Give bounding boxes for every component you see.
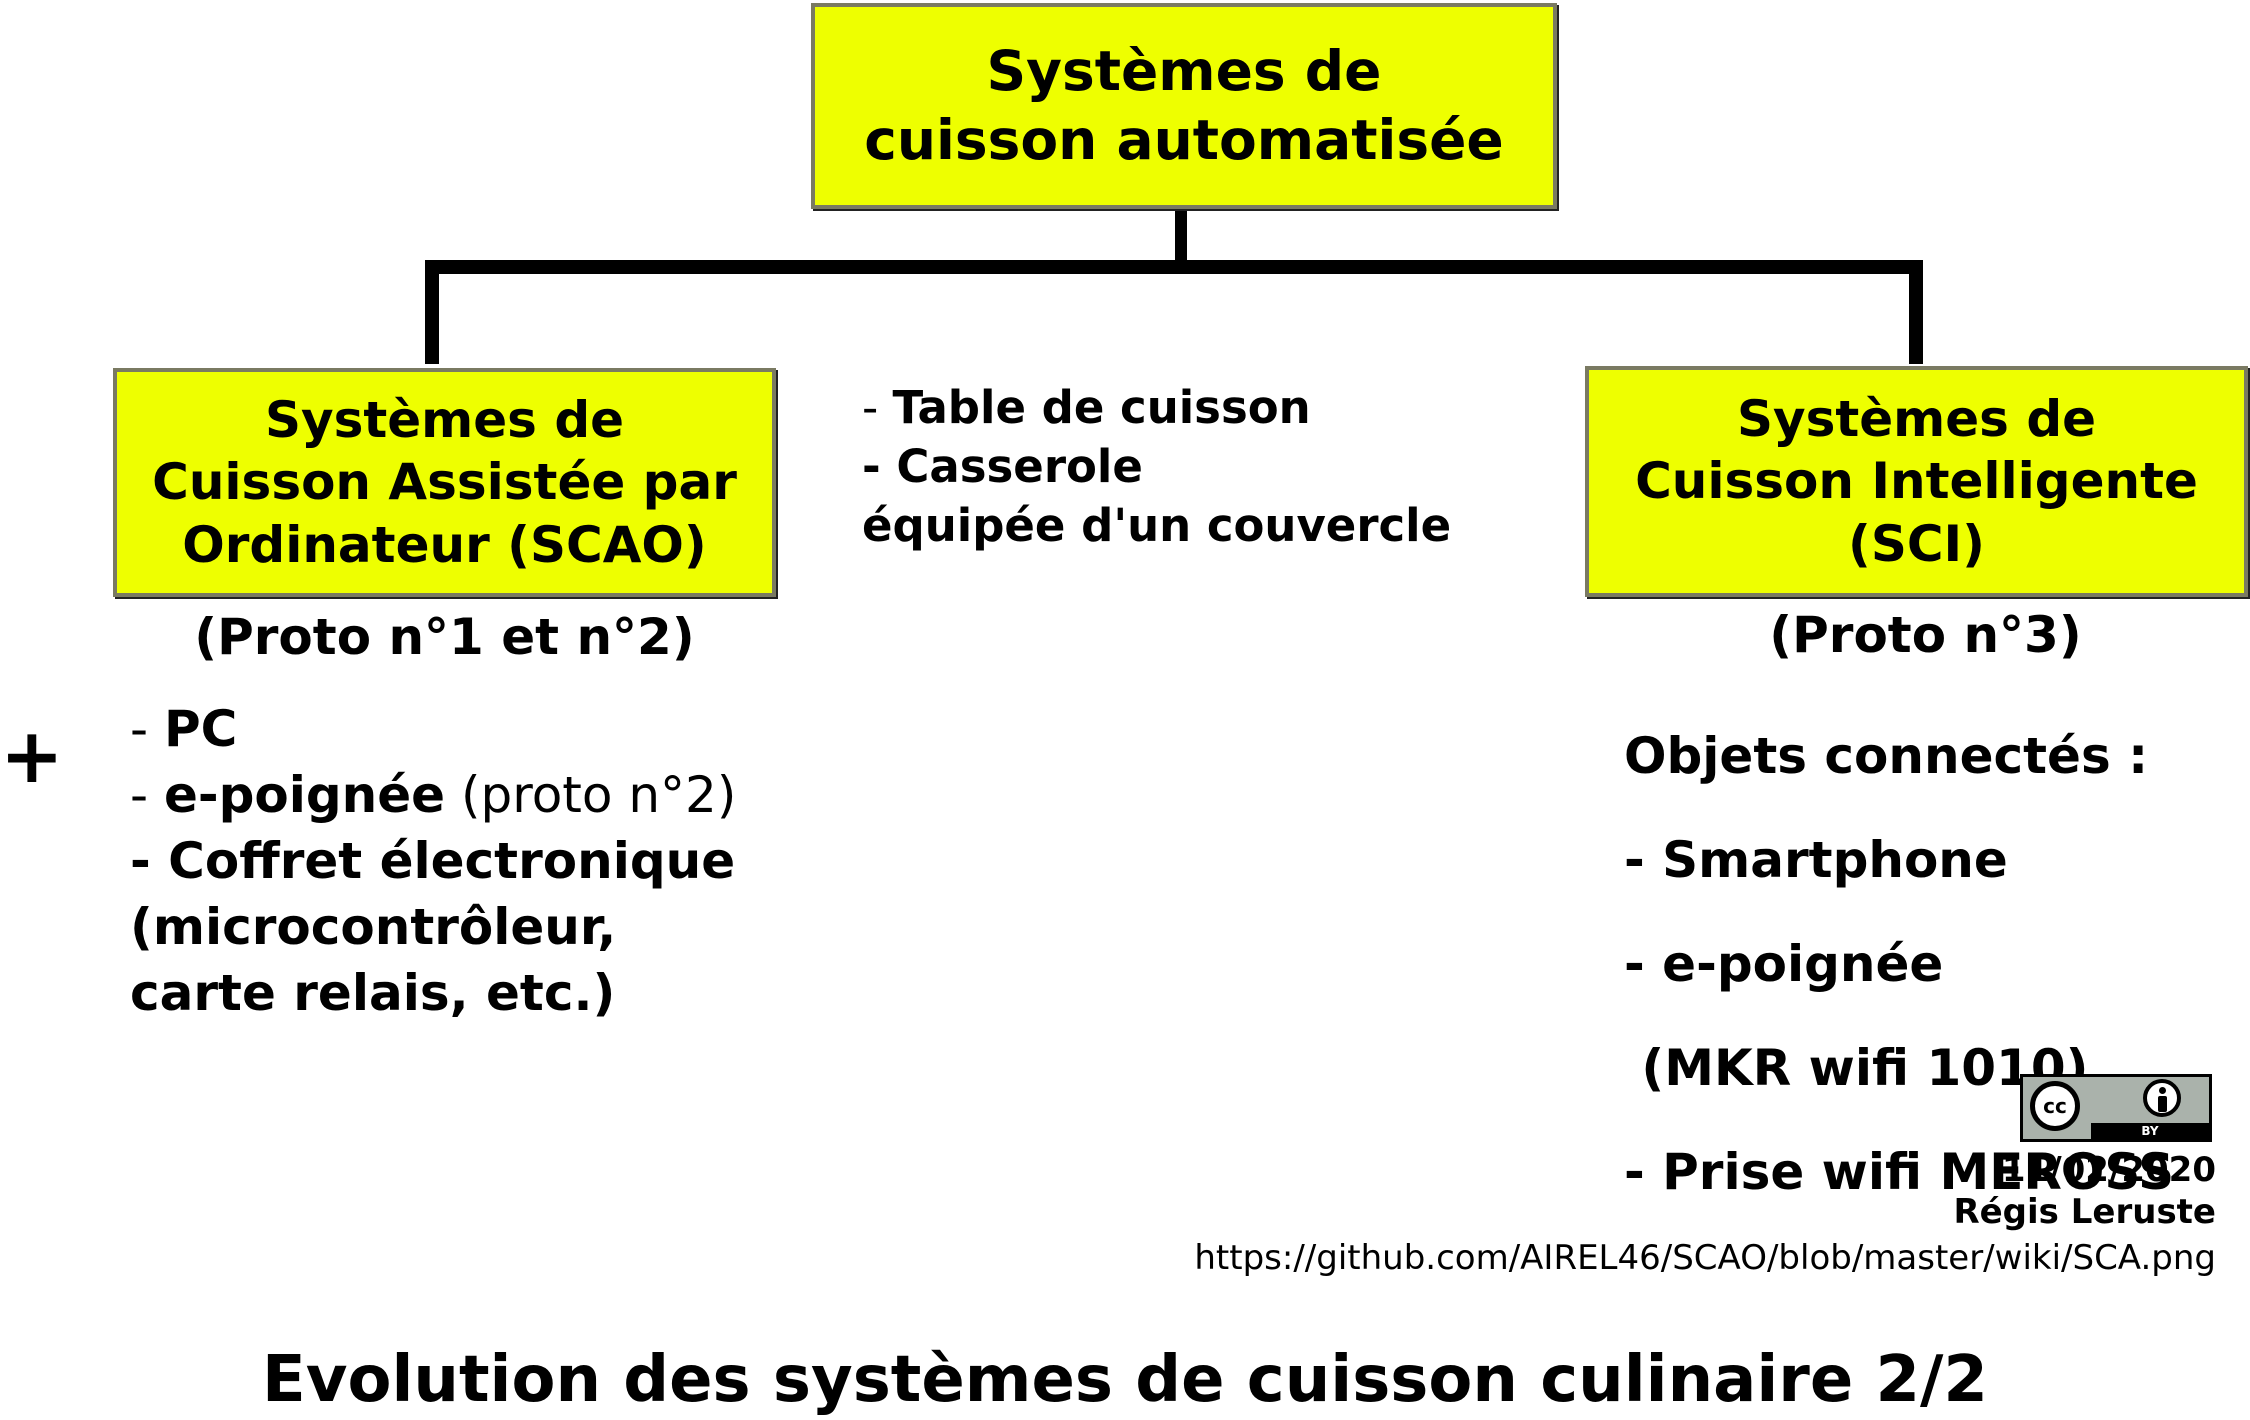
list-item: - Casserole: [862, 440, 1143, 493]
list-item: (microcontrôleur,: [130, 898, 617, 956]
source-url: https://github.com/AIREL46/SCAO/blob/mas…: [1194, 1238, 2216, 1278]
scao-node-line2: Cuisson Assistée par: [152, 453, 737, 512]
list-item: - Coffret électronique: [130, 832, 736, 890]
scao-components-list: - PC - e-poignée (proto n°2) - Coffret é…: [130, 696, 736, 1026]
sci-node-line1: Systèmes de: [1736, 389, 2097, 448]
license-strip: BY: [2091, 1123, 2209, 1139]
list-item: - Prise wifi MEROSS: [1624, 1143, 2175, 1201]
cc-icon: cc: [2030, 1081, 2080, 1131]
connector-right-down: [1909, 260, 1923, 364]
sci-components-list: Objets connectés : - Smartphone - e-poig…: [1624, 685, 2174, 1224]
common-equipment-list: - Table de cuisson - Casserole équipée d…: [862, 378, 1451, 555]
connector-horizontal: [425, 260, 1923, 274]
connector-root-down: [1175, 204, 1187, 264]
sci-proto-label: (Proto n°3): [1769, 606, 2082, 664]
scao-node-line1: Systèmes de: [264, 390, 625, 449]
list-item: - e-poignée (proto n°2): [130, 766, 737, 824]
root-node-line2: cuisson automatisée: [864, 108, 1504, 172]
root-node-line1: Systèmes de: [986, 39, 1382, 104]
sci-node-line2: Cuisson Intelligente: [1635, 452, 2198, 511]
list-item: - Smartphone: [1624, 831, 2008, 889]
connector-left-down: [425, 260, 439, 364]
root-node: Systèmes de cuisson automatisée: [811, 3, 1557, 209]
scao-node: Systèmes de Cuisson Assistée par Ordinat…: [113, 368, 776, 597]
list-item: - Table de cuisson: [862, 381, 1311, 434]
cc-by-license-badge: cc BY: [2020, 1074, 2212, 1142]
scao-node-line3: Ordinateur (SCAO): [182, 515, 707, 574]
attribution-icon: [2143, 1079, 2181, 1117]
author-label: Régis Leruste: [1953, 1192, 2216, 1232]
list-item: carte relais, etc.): [130, 964, 616, 1022]
list-item: - PC: [130, 700, 238, 758]
list-item: - e-poignée: [1624, 935, 1944, 993]
scao-proto-label: (Proto n°1 et n°2): [194, 608, 695, 666]
plus-sign: +: [0, 711, 64, 800]
list-item: équipée d'un couvercle: [862, 499, 1452, 552]
sci-node: Systèmes de Cuisson Intelligente (SCI): [1585, 366, 2248, 597]
sci-node-line3: (SCI): [1847, 514, 1985, 573]
list-item: Objets connectés :: [1624, 727, 2149, 785]
page-title: Evolution des systèmes de cuisson culina…: [262, 1343, 1988, 1417]
date-label: 11/02/2020: [2001, 1150, 2216, 1190]
